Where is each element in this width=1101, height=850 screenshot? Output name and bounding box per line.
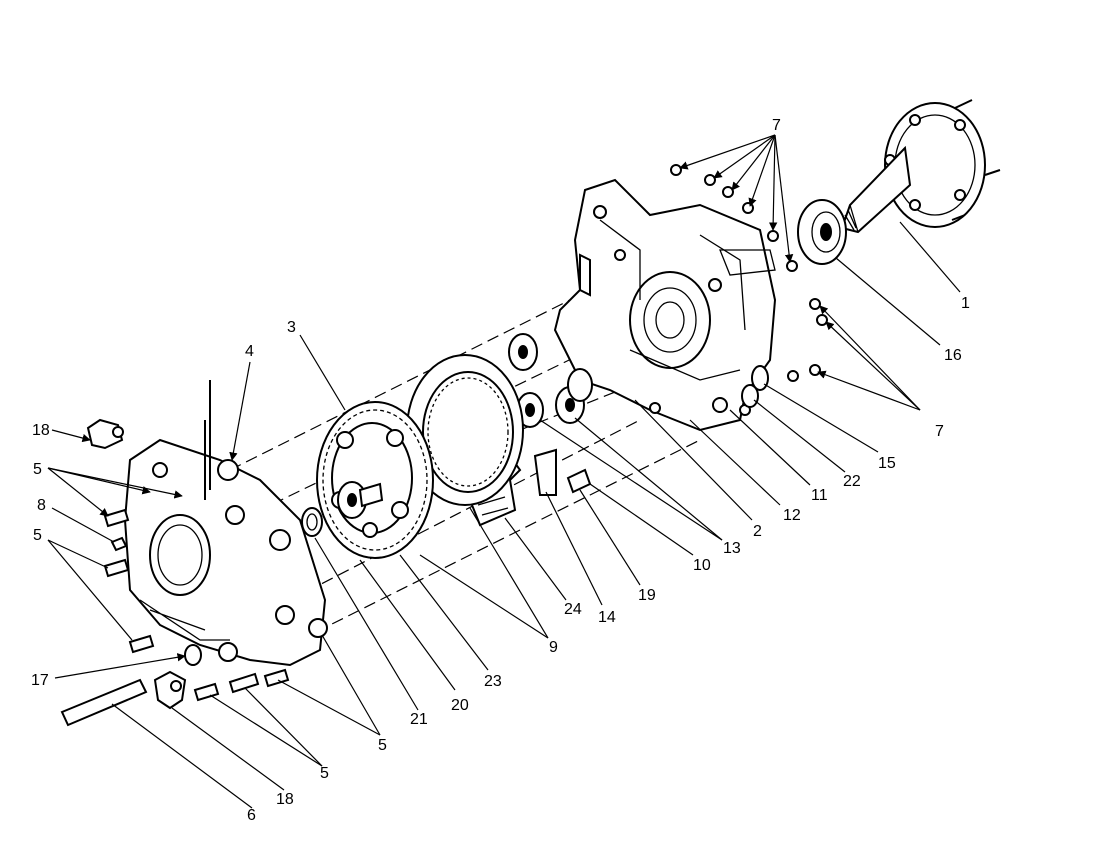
ring-gear-part [406, 354, 524, 506]
leader-lines [47, 134, 961, 809]
callout-17: 17 [31, 672, 49, 689]
callout-20: 20 [451, 697, 469, 714]
callout-2: 2 [753, 523, 762, 540]
snap-ring-parts [741, 365, 769, 408]
callout-5-bottom: 5 [320, 765, 329, 782]
callout-5-mid: 5 [33, 527, 42, 544]
callout-8: 8 [37, 497, 46, 514]
callout-24: 24 [564, 601, 582, 618]
callout-6: 6 [247, 807, 256, 824]
planet-gears-part [508, 333, 593, 428]
callout-21: 21 [410, 711, 428, 728]
cover-bolts-5 [103, 508, 290, 702]
left-cover-part [123, 380, 328, 667]
planet-carrier-part [316, 401, 434, 559]
callout-15: 15 [878, 455, 896, 472]
washer-part [184, 644, 202, 666]
callout-23: 23 [484, 673, 502, 690]
dowel-part [110, 536, 128, 552]
callout-11: 11 [811, 487, 828, 504]
callout-labels: 1 2 3 4 5 6 7 8 9 10 11 12 13 14 15 16 1… [31, 117, 970, 824]
callout-7-top: 7 [772, 117, 781, 134]
callout-5-right: 5 [378, 737, 387, 754]
callout-19: 19 [638, 587, 656, 604]
seal-part [797, 199, 847, 265]
elbow-fitting-top [86, 418, 124, 450]
callout-18-bottom: 18 [276, 791, 294, 808]
callout-9: 9 [549, 639, 558, 656]
needle-bearing-part [301, 507, 323, 537]
callout-10: 10 [693, 557, 711, 574]
callout-14: 14 [598, 609, 616, 626]
axle-shaft-part [840, 99, 1001, 234]
callout-22: 22 [843, 473, 861, 490]
callout-18-top: 18 [32, 422, 50, 439]
callout-13: 13 [723, 540, 741, 557]
rod-part [60, 678, 148, 727]
callout-1: 1 [961, 295, 970, 312]
callout-16: 16 [944, 347, 962, 364]
callout-5-top: 5 [33, 461, 42, 478]
right-housing-part [553, 178, 777, 432]
pin-spacer-parts [533, 448, 592, 496]
elbow-fitting-bottom [153, 670, 187, 710]
callout-7-right: 7 [935, 423, 944, 440]
housing-bolts-7 [670, 164, 828, 382]
callout-4: 4 [245, 343, 254, 360]
callout-3: 3 [287, 319, 296, 336]
callout-12: 12 [783, 507, 801, 524]
